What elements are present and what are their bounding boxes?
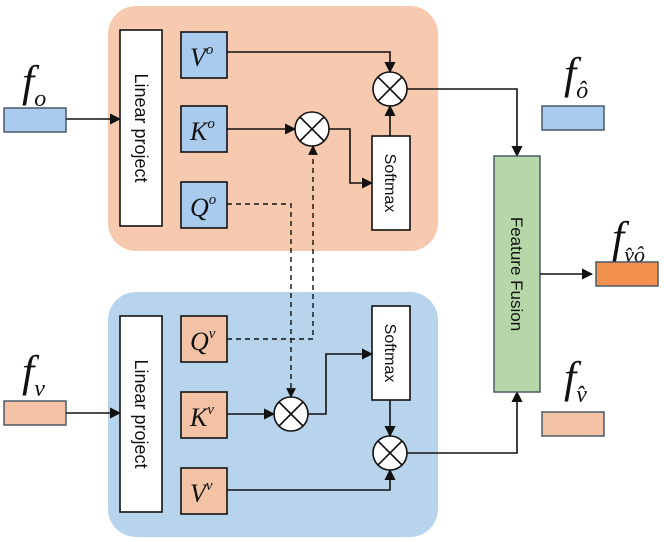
- fusion-output-feature-bar: [595, 261, 659, 287]
- object-output-feature-bar: [541, 105, 605, 131]
- object-input-feature-label: fo: [22, 57, 46, 112]
- object-value-multiply-icon: [372, 71, 408, 107]
- visual-key-query-multiply-icon: [273, 396, 309, 432]
- fusion-output-feature-label: fv̂ô: [612, 213, 645, 267]
- object-multiply-to-fusion-arrow: [407, 88, 523, 158]
- object-value-label: Vo: [190, 42, 214, 72]
- object-query-to-visual-multiply-dashed-arrow: [227, 203, 296, 398]
- object-output-feature-label: fô: [564, 49, 588, 104]
- visual-softmax-label: Softmax: [381, 324, 398, 383]
- visual-query-to-object-multiply-dashed-arrow: [227, 145, 318, 340]
- visual-value-to-multiply-arrow: [227, 468, 396, 491]
- visual-value-box: [180, 467, 228, 515]
- object-multiply-to-softmax-arrow: [329, 128, 374, 189]
- object-linear-project-box: [119, 29, 163, 227]
- visual-input-feature-label: fv: [22, 347, 45, 402]
- visual-value-multiply-icon: [372, 435, 408, 471]
- visual-linear-project-label: Linear project: [131, 359, 151, 468]
- visual-query-label: Qv: [190, 326, 216, 356]
- visual-multiply-to-fusion-arrow: [407, 390, 523, 454]
- object-query-label: Qo: [190, 192, 217, 222]
- object-value-box: [180, 31, 228, 79]
- visual-output-feature-label: fv̂: [564, 353, 587, 408]
- visual-output-feature-bar: [541, 411, 605, 437]
- visual-key-label: Kv: [189, 402, 214, 432]
- object-linear-project-label: Linear project: [131, 73, 151, 182]
- visual-input-feature-bar: [3, 400, 67, 426]
- object-input-feature-bar: [3, 107, 67, 133]
- object-query-box: [180, 181, 228, 229]
- object-key-label: Ko: [189, 116, 215, 146]
- visual-key-box: [180, 391, 228, 439]
- visual-linear-project-box: [119, 315, 163, 513]
- object-key-box: [180, 105, 228, 153]
- feature-fusion-box: [493, 155, 541, 393]
- feature-fusion-label: Feature Fusion: [507, 217, 526, 331]
- visual-multiply-to-softmax-arrow: [308, 348, 374, 415]
- visual-query-box: [180, 315, 228, 363]
- object-key-query-multiply-icon: [294, 111, 330, 147]
- visual-value-label: Vv: [190, 478, 213, 508]
- object-value-to-multiply-arrow: [227, 51, 396, 74]
- visual-softmax-box: [371, 305, 411, 401]
- object-softmax-label: Softmax: [381, 154, 398, 213]
